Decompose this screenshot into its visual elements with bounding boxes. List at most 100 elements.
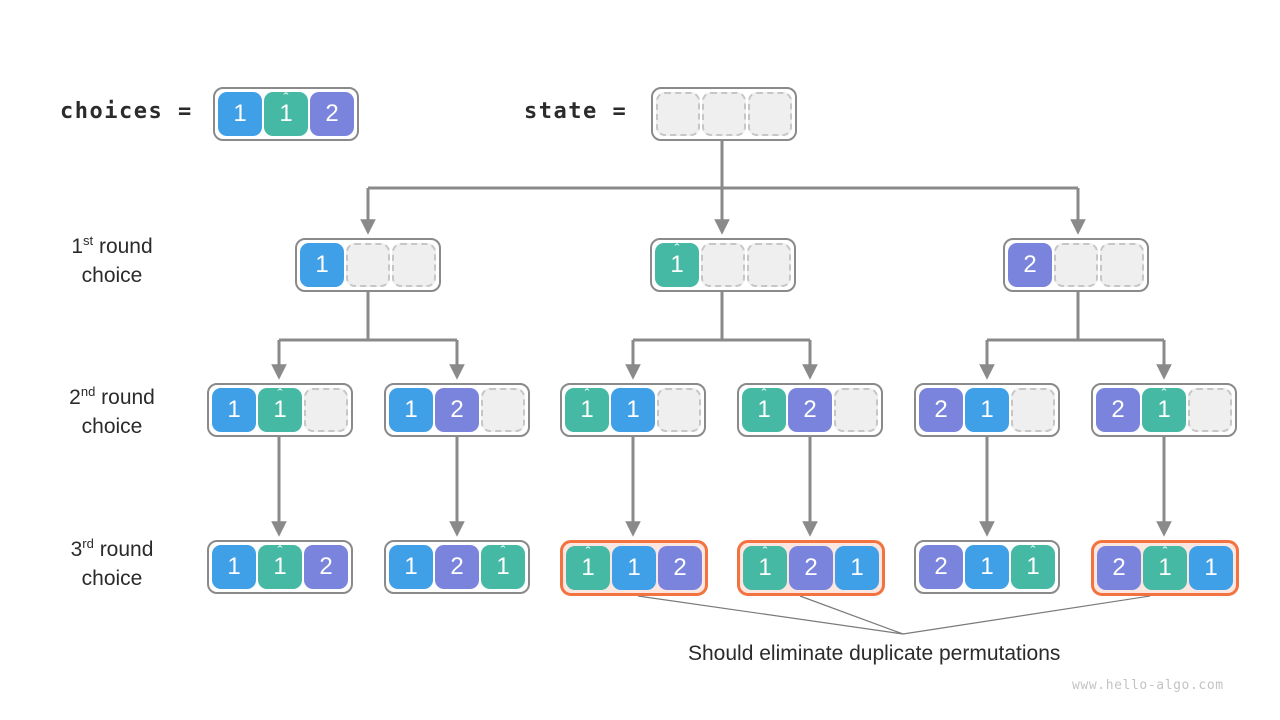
array-cell-number: 1 [580,396,594,423]
array-cell-number: 2 [1023,251,1037,278]
array-cell-empty [1011,388,1055,432]
array-cell-value: 1 [389,388,433,432]
array-cell-empty [747,243,791,287]
array-cell-empty [392,243,436,287]
row-label-round-3: 3rd round choice [32,535,192,593]
array-cell-number: 1 [404,553,418,580]
array-cell-number: 1 [279,100,293,127]
array-cell-empty [656,92,700,136]
array-cell-number: 1 [627,554,641,581]
array-cell-number: 2 [325,100,339,127]
array-cell-empty [834,388,878,432]
row-1-rest: round [93,235,153,258]
array-cell-empty [1100,243,1144,287]
row-2-line2: choice [81,415,143,438]
array-cell-value: 1 [611,388,655,432]
array-cell-number: 1 [273,396,287,423]
state-label: state = [524,99,628,124]
row-3-suffix: rd [82,536,94,551]
array-cell-empty [657,388,701,432]
array-cell-value: 1 [612,546,656,590]
array-cell-number: 1 [758,554,772,581]
array-cell-value: 2 [788,388,832,432]
leader-from-r3n6 [902,595,1151,635]
array-cell-value: 2 [789,546,833,590]
array-cell-number: 1 [1158,554,1172,581]
caret-hat-icon: ˆ [1030,543,1036,560]
caret-hat-icon: ˆ [277,543,283,560]
array-cell-number: 1 [1204,554,1218,581]
leader-from-r3n3 [637,595,904,635]
leader-from-r3n4 [799,595,904,635]
array-cell-empty [1054,243,1098,287]
array-cell-number: 1 [227,553,241,580]
array-cell-value: 1 [212,388,256,432]
array-cell-value: 2 [919,388,963,432]
choices-label: choices = [60,99,193,124]
row-label-round-1: 1st round choice [32,232,192,290]
array-cell-value: 1 [965,388,1009,432]
caret-hat-icon: ˆ [674,241,680,258]
row-2-rest: round [95,386,155,409]
row-3-rest: round [93,538,154,561]
caret-hat-icon: ˆ [500,543,506,560]
array-cell-value: 2 [658,546,702,590]
array-cell-number: 2 [450,396,464,423]
array-cell-value: 2 [304,545,348,589]
array-cell-number: 2 [1112,554,1126,581]
array-cell-number: 1 [980,553,994,580]
caret-hat-icon: ˆ [277,386,283,403]
array-cell-number: 2 [319,553,333,580]
array-cell-empty [1188,388,1232,432]
array-cell-number: 1 [670,251,684,278]
caret-hat-icon: ˆ [761,386,767,403]
row-2-suffix: nd [80,384,96,399]
tree-node-r1n1: 1 [295,238,441,292]
row-1-line2: choice [81,264,143,287]
tree-node-r1n3: 2 [1003,238,1149,292]
array-cell-value: 2 [310,92,354,136]
array-cell-empty [481,388,525,432]
array-cell-value: 1 [212,545,256,589]
row-3-line2: choice [81,567,143,590]
array-cell-value: 2 [1097,546,1141,590]
caret-hat-icon: ˆ [762,544,768,561]
array-cell-number: 1 [626,396,640,423]
caret-hat-icon: ˆ [585,544,591,561]
state-array [651,87,797,141]
caret-hat-icon: ˆ [1162,544,1168,561]
row-label-round-2: 2nd round choice [32,383,192,441]
array-cell-number: 2 [803,396,817,423]
caret-hat-icon: ˆ [584,386,590,403]
array-cell-value: 1 [1189,546,1233,590]
array-cell-empty [702,92,746,136]
array-cell-number: 1 [757,396,771,423]
duplicate-callout-caption: Should eliminate duplicate permutations [688,642,1061,665]
array-cell-empty [701,243,745,287]
array-cell-number: 1 [315,251,329,278]
